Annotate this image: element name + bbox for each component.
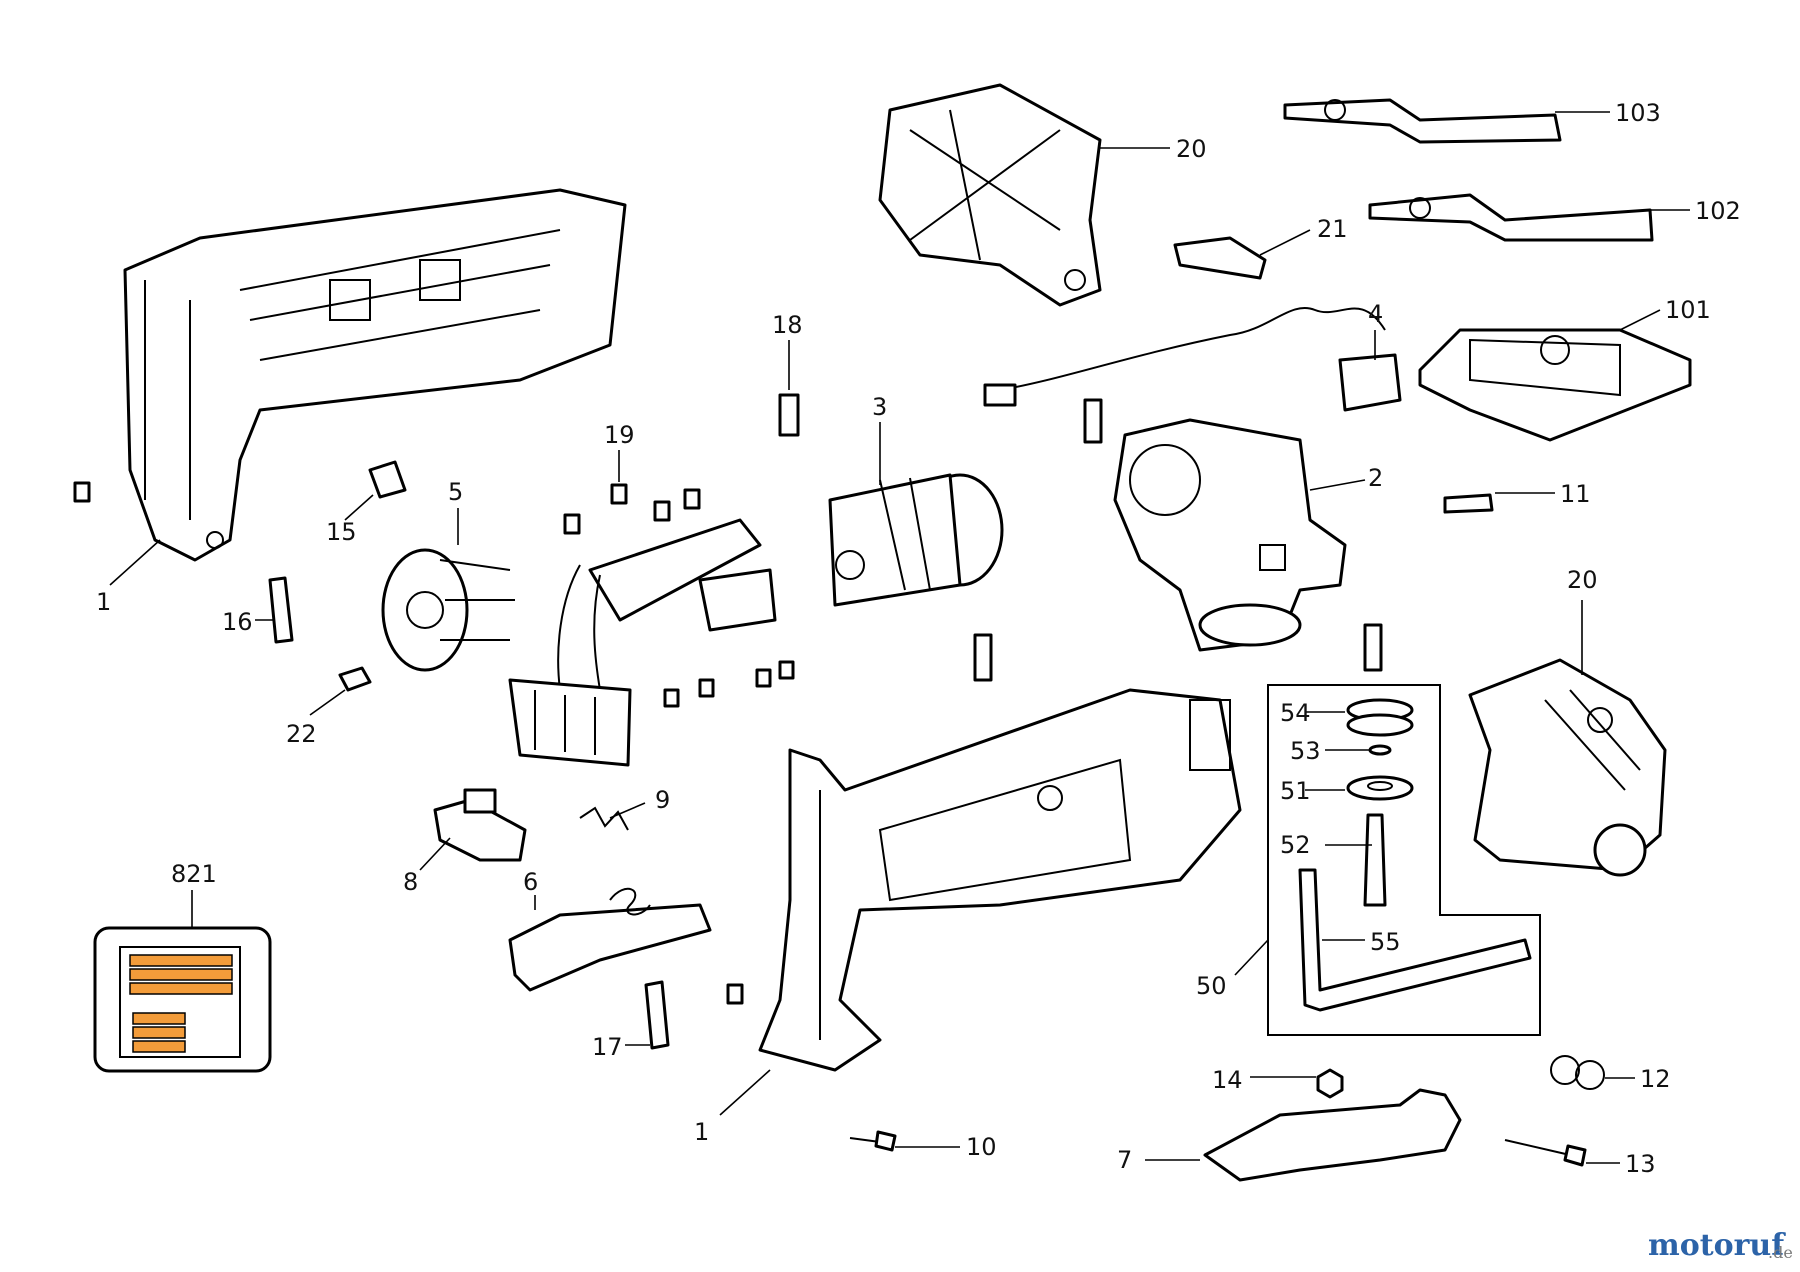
spring-clip-12 bbox=[1550, 1055, 1605, 1090]
cover-part-20-upper bbox=[878, 83, 1102, 307]
callout-20b: 20 bbox=[1567, 566, 1598, 594]
clip-17 bbox=[644, 980, 670, 1050]
callout-20a: 20 bbox=[1176, 135, 1207, 163]
caps-row bbox=[663, 660, 795, 708]
switch-cap-21 bbox=[1173, 236, 1267, 280]
callout-9: 9 bbox=[655, 786, 670, 814]
sleeve-15 bbox=[368, 460, 407, 499]
callout-17: 17 bbox=[592, 1033, 623, 1061]
callout-14: 14 bbox=[1212, 1066, 1243, 1094]
callout-103: 103 bbox=[1615, 99, 1661, 127]
watermark-logo: motoruf bbox=[1648, 1228, 1786, 1263]
callout-3: 3 bbox=[872, 393, 887, 421]
switch-cable-4 bbox=[983, 307, 1402, 412]
callout-15: 15 bbox=[326, 518, 357, 546]
hex-key-55 bbox=[1298, 868, 1532, 1012]
callout-102: 102 bbox=[1695, 197, 1741, 225]
blade-103 bbox=[1283, 98, 1562, 144]
sanding-pad-101 bbox=[1418, 328, 1692, 442]
latch-8 bbox=[433, 788, 527, 862]
screw-52 bbox=[1363, 813, 1387, 907]
callout-5: 5 bbox=[448, 478, 463, 506]
accessory-kit-box-50 bbox=[1267, 684, 1541, 1036]
callout-821: 821 bbox=[171, 860, 217, 888]
clip-16 bbox=[268, 576, 294, 644]
callout-21: 21 bbox=[1317, 215, 1348, 243]
callout-53: 53 bbox=[1290, 737, 1321, 765]
callout-10: 10 bbox=[966, 1133, 997, 1161]
fan-5 bbox=[381, 548, 515, 672]
pin-22 bbox=[338, 666, 372, 692]
label-plate-821 bbox=[93, 926, 272, 1073]
block-18 bbox=[778, 393, 800, 437]
gear-head-2 bbox=[1113, 418, 1347, 652]
cap-small-1 bbox=[73, 481, 91, 503]
guard-7 bbox=[1203, 1088, 1462, 1182]
spring-9 bbox=[579, 806, 629, 831]
callout-13: 13 bbox=[1625, 1150, 1656, 1178]
block-side-2 bbox=[1363, 623, 1383, 672]
housing-half-upper bbox=[123, 188, 627, 562]
nut-14 bbox=[1316, 1068, 1344, 1099]
housing-half-lower bbox=[758, 688, 1242, 1072]
callout-22: 22 bbox=[286, 720, 317, 748]
callout-1a: 1 bbox=[96, 588, 111, 616]
lever-6 bbox=[508, 887, 712, 992]
blade-102 bbox=[1368, 193, 1654, 242]
callout-16: 16 bbox=[222, 608, 253, 636]
callout-11: 11 bbox=[1560, 480, 1591, 508]
callout-51: 51 bbox=[1280, 777, 1311, 805]
callout-101: 101 bbox=[1665, 296, 1711, 324]
callout-52: 52 bbox=[1280, 831, 1311, 859]
callout-7: 7 bbox=[1117, 1146, 1132, 1174]
callout-50: 50 bbox=[1196, 972, 1227, 1000]
watermark-suffix: .de bbox=[1768, 1243, 1793, 1262]
screw-10 bbox=[849, 1130, 897, 1152]
callout-2: 2 bbox=[1368, 464, 1383, 492]
callout-18: 18 bbox=[772, 311, 803, 339]
callout-55: 55 bbox=[1370, 928, 1401, 956]
callout-1b: 1 bbox=[694, 1118, 709, 1146]
block-18b bbox=[1083, 398, 1103, 444]
block-side-1 bbox=[973, 633, 993, 682]
washer-53 bbox=[1368, 744, 1392, 756]
motor-3 bbox=[508, 473, 1004, 767]
callout-12: 12 bbox=[1640, 1065, 1671, 1093]
bolt-13 bbox=[1504, 1139, 1587, 1167]
screw-11 bbox=[1443, 493, 1494, 514]
ring-54 bbox=[1346, 698, 1414, 737]
caps-19 bbox=[563, 483, 701, 535]
callout-8: 8 bbox=[403, 868, 418, 896]
callout-4: 4 bbox=[1368, 300, 1383, 328]
flange-51 bbox=[1346, 775, 1414, 801]
callout-6: 6 bbox=[523, 868, 538, 896]
callout-19: 19 bbox=[604, 421, 635, 449]
callout-54: 54 bbox=[1280, 699, 1311, 727]
cover-part-20-lower bbox=[1468, 658, 1667, 877]
cap-small-2 bbox=[726, 983, 744, 1005]
